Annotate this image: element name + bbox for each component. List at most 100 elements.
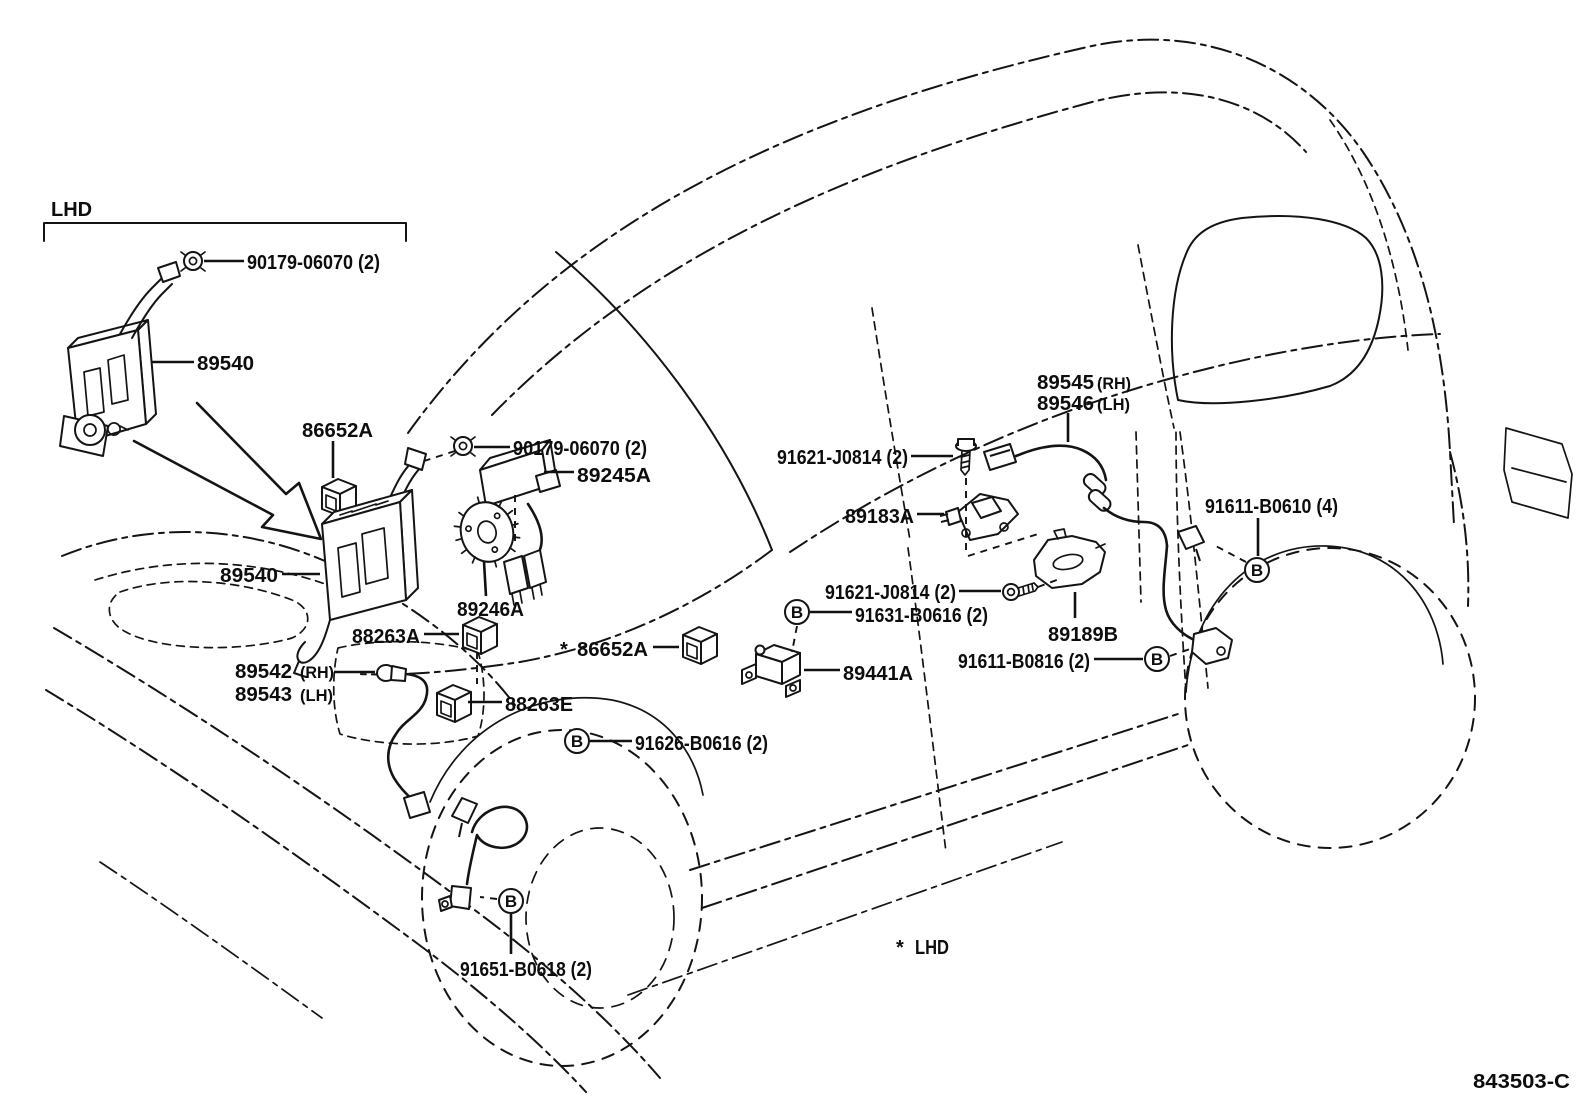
label-89546[interactable]: 89546 [1037,393,1094,415]
label-89540-installed[interactable]: 89540 [220,565,278,587]
fss-ear-hole [441,900,449,908]
rss-grommet-1 [1082,472,1107,496]
grommet-icon-mid [450,436,476,457]
car-b-pillar [871,307,911,541]
car-rocker-1 [701,744,1189,909]
screw-head-hub [1006,587,1016,597]
label-91621-j0814-lower[interactable]: 91621-J0814 (2) [825,582,956,604]
label-89546-lh: (LH) [1097,395,1130,414]
label-89542[interactable]: 89542 [235,661,292,683]
screw-head [1002,583,1020,601]
car-c-pillar [1137,244,1175,429]
label-88263e[interactable]: 88263E [505,694,573,716]
label-91631-b0616[interactable]: 91631-B0616 (2) [855,605,988,627]
grommet-inner [458,441,468,451]
decel-box [971,496,1002,519]
dash-link [1169,648,1191,657]
label-89245a[interactable]: 89245A [577,465,651,487]
rss-clamp [1177,525,1205,562]
dash-link [423,450,456,462]
fss-wheel-sensor-ear [438,895,453,912]
drawing-number: 843503-C [1473,1071,1570,1093]
car-bumper-bottom [45,689,587,1093]
rss-wire-2 [1102,506,1169,548]
rear-tire [1184,547,1476,849]
label-86652a-upper[interactable]: 86652A [302,420,373,442]
front-wheel-hub [525,827,675,1009]
label-91611-b0816[interactable]: 91611-B0816 (2) [958,651,1090,673]
screw-91621-upper-icon [955,438,977,476]
marker-circle [784,599,810,625]
label-89545[interactable]: 89545 [1037,372,1094,394]
car-hood-edge [61,531,516,706]
rotor-notch-1 [493,512,501,520]
label-90179-06070-top[interactable]: 90179-06070 (2) [247,252,380,274]
label-90179-06070-mid[interactable]: 90179-06070 (2) [513,438,647,460]
label-89246a[interactable]: 89246A [457,599,524,621]
car-front-wheel-arch [429,696,704,803]
marker-letter: B [505,892,517,911]
screw-shaft [1017,582,1039,597]
car-quarter-window [1170,215,1384,405]
leader-lines [152,259,1260,954]
bracket-tabs [1053,528,1106,549]
car-rocker-2 [689,713,1179,871]
label-89189b[interactable]: 89189B [1048,624,1118,646]
ysr-plug [754,644,766,656]
front-tire [421,729,703,1067]
car-rear-body-line [1175,429,1187,693]
marker-circle [564,728,590,754]
marker-letter: B [791,603,803,622]
label-91651-b0618[interactable]: 91651-B0618 (2) [460,959,592,981]
ecu-mount-grommet-hole [83,423,97,437]
rotor-notch-3 [491,546,499,554]
fss-wire-loop [465,805,529,886]
fss-wire-upper [386,672,429,802]
lhd-detail-bracket [43,222,407,242]
abs-ecu-detail-icon [59,261,181,457]
rotor-hole [477,520,497,544]
label-lhd-detail: LHD [51,199,92,221]
screw-head-side [957,438,975,446]
car-beltline [789,333,1441,553]
label-lhd-note-asterisk: * [896,937,904,959]
car-a-pillar [555,251,773,551]
grommet-outer [453,436,473,456]
label-91621-j0814-upper[interactable]: 91621-J0814 (2) [777,447,908,469]
fss-clamp-bracket [451,797,478,838]
decel-sensor-89183a-icon [939,493,1019,541]
yaw-sensor-89245a-icon [479,439,561,606]
label-91626-b0616[interactable]: 91626-B0616 (2) [635,733,768,755]
car-headlight [108,580,309,649]
grommet-icon-top [180,251,206,272]
ysr-ear-left-hole [745,671,753,679]
dash-link [1211,543,1247,563]
grommet-inner [188,256,198,266]
ecu2-connector-hatch [339,500,389,516]
detail-arrow [132,401,323,541]
label-89543[interactable]: 89543 [235,684,292,706]
fastener-markers: B B B B B [498,557,1270,914]
rss-connector [983,443,1017,471]
label-86652a-mid-asterisk: * [560,639,568,661]
ecu-face-slot [83,354,129,417]
label-89183a[interactable]: 89183A [845,506,914,528]
label-89540-detail[interactable]: 89540 [197,353,254,375]
marker-b-91651: B [498,888,524,914]
label-91611-b0610[interactable]: 91611-B0610 (4) [1205,496,1338,518]
ecu2-bottom-hook [293,619,331,678]
marker-circle [1244,557,1270,583]
label-88263a[interactable]: 88263A [352,626,420,648]
rss-wire-3 [1162,544,1196,642]
label-89441a[interactable]: 89441A [843,663,913,685]
rss-grommet-2 [1087,488,1112,512]
sensor-rotor-89246a-icon [453,496,521,568]
car-frame-rail [627,841,1063,996]
assembly-links [423,450,1247,900]
abs-ecu-installed-icon [293,447,427,678]
marker-b-91611-b0816: B [1144,646,1170,672]
label-86652a-mid[interactable]: 86652A [577,639,648,661]
ysr-ear-left [741,663,757,685]
fss-wheel-sensor [449,885,472,910]
